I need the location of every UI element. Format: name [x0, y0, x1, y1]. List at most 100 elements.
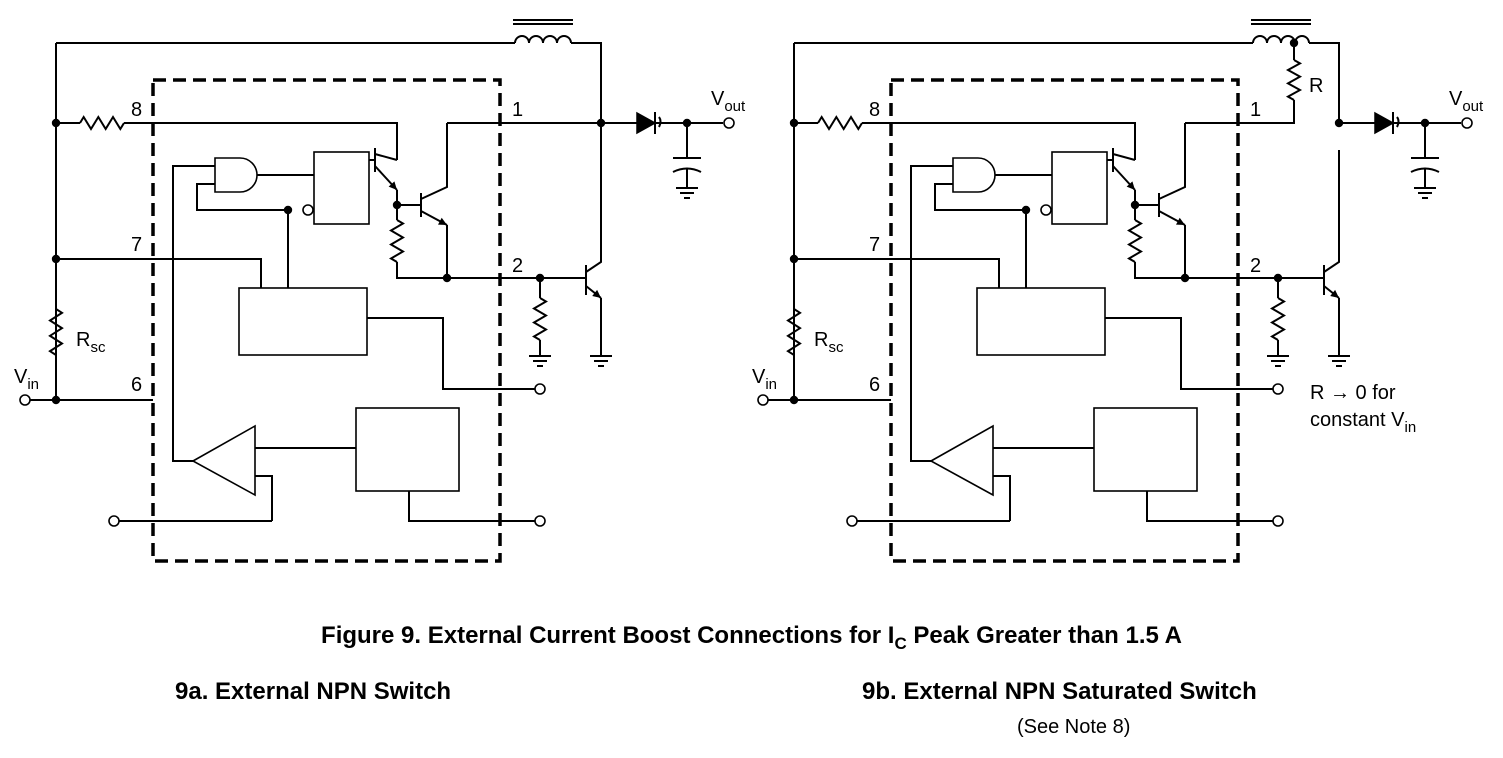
rsc-label: Rsc [814, 329, 844, 356]
wire [367, 317, 535, 390]
resistor-base [1270, 297, 1286, 341]
diode-symbol [636, 111, 657, 135]
diode-symbol [1374, 111, 1395, 135]
wire [420, 123, 448, 200]
reference-block [355, 407, 460, 492]
pin-2-label: 2 [512, 255, 523, 277]
pin-7-label: 7 [869, 234, 880, 256]
panel-b-caption: 9b. External NPN Saturated Switch [862, 678, 1257, 705]
inductor-core [513, 19, 573, 25]
wire [374, 153, 398, 161]
pin-7-label: 7 [131, 234, 142, 256]
ground-symbol [1328, 350, 1350, 367]
pin-1-label: 1 [1250, 99, 1261, 121]
diode-mark [658, 116, 662, 128]
inverting-input [302, 204, 314, 216]
rsc-label: Rsc [76, 329, 106, 356]
resistor-base [532, 297, 548, 341]
terminal [757, 394, 769, 406]
wire [934, 183, 1026, 211]
wire [497, 122, 602, 150]
wire [1112, 153, 1136, 161]
capacitor-plate [1410, 167, 1440, 173]
wire [794, 258, 1000, 288]
and-gate [214, 157, 258, 193]
emitter-arrow [1176, 217, 1185, 225]
oscillator-block [238, 287, 368, 356]
ground-symbol [590, 350, 612, 367]
and-gate [952, 157, 996, 193]
terminal [534, 515, 546, 527]
vin-label: Vin [14, 366, 39, 393]
capacitor-plate [672, 167, 702, 173]
panel-b-note: (See Note 8) [1017, 716, 1131, 738]
resistor-pin8 [79, 115, 125, 131]
inductor-coil [1252, 35, 1310, 44]
flip-flop-block [1051, 151, 1108, 225]
pin-2-label: 2 [1250, 255, 1261, 277]
wire [585, 150, 602, 273]
r-label: R [1309, 75, 1323, 97]
wire [862, 122, 1136, 160]
ground-symbol [1267, 350, 1289, 367]
ground-symbol [676, 182, 698, 199]
ic-boundary [889, 78, 1240, 563]
terminal [108, 515, 120, 527]
wire [56, 258, 262, 288]
wire [124, 122, 398, 160]
resistor-internal [389, 219, 405, 263]
figure-title: Figure 9. External Current Boost Connect… [321, 622, 1182, 653]
terminal [1272, 383, 1284, 395]
wire [1158, 123, 1186, 200]
emitter-arrow [1330, 289, 1339, 298]
emitter-arrow [438, 217, 447, 225]
terminal [846, 515, 858, 527]
pin-1-label: 1 [512, 99, 523, 121]
inductor-coil [514, 35, 572, 44]
wire [196, 183, 288, 211]
terminal [1461, 117, 1473, 129]
wire [1146, 491, 1273, 522]
inductor-core [1251, 19, 1311, 25]
terminal [1272, 515, 1284, 527]
vin-label: Vin [752, 366, 777, 393]
wire [172, 165, 215, 462]
pin-8-label: 8 [869, 99, 880, 121]
inverting-input [1040, 204, 1052, 216]
resistor-rsc [48, 308, 64, 356]
ground-symbol [529, 350, 551, 367]
flip-flop-block [313, 151, 370, 225]
wire [571, 42, 602, 123]
pin-8-label: 8 [131, 99, 142, 121]
ground-symbol [1414, 182, 1436, 199]
diode-mark [1396, 116, 1400, 128]
terminal [19, 394, 31, 406]
comparator [191, 424, 256, 497]
resistor-r [1285, 59, 1303, 101]
emitter-arrow [592, 289, 601, 298]
wire [1235, 100, 1295, 124]
wire [1134, 262, 1185, 279]
wire [1323, 150, 1340, 273]
oscillator-block [976, 287, 1106, 356]
wire [1105, 317, 1273, 390]
wire [993, 475, 1011, 521]
resistor-internal [1127, 219, 1143, 263]
vout-label: Vout [711, 88, 746, 115]
emitter-arrow [388, 181, 397, 190]
panel-a-caption: 9a. External NPN Switch [175, 678, 452, 705]
emitter-arrow [1126, 181, 1135, 190]
wire [396, 262, 447, 279]
wire [255, 475, 273, 521]
resistor-rsc [786, 308, 802, 356]
r-note-line1: R → 0 for [1310, 382, 1396, 404]
r-note-line2: constant Vin [1310, 409, 1416, 436]
reference-block [1093, 407, 1198, 492]
comparator [929, 424, 994, 497]
wire [910, 165, 953, 462]
pin-6-label: 6 [131, 374, 142, 396]
resistor-pin8 [817, 115, 863, 131]
